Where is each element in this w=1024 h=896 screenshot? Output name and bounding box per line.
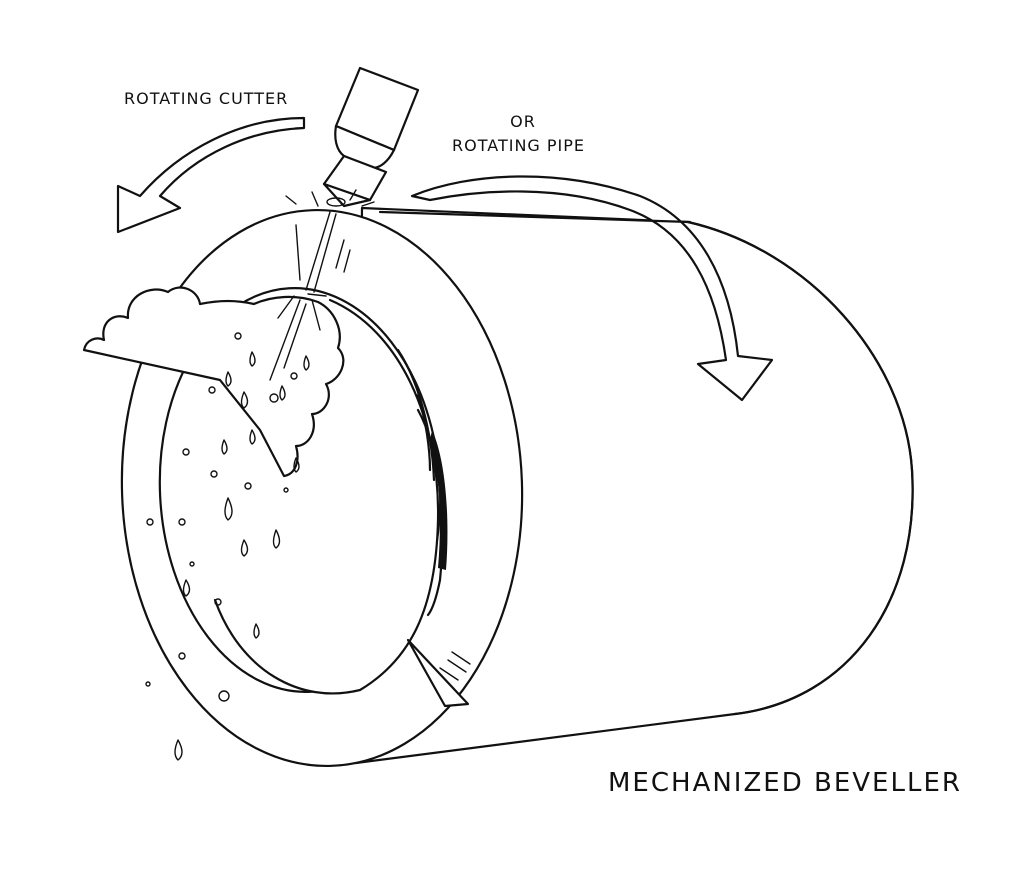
- droplets: [145, 332, 310, 761]
- rotating-pipe-label: ROTATING PIPE: [452, 136, 586, 155]
- cutter-nozzle: [285, 66, 420, 208]
- bevel-notch: [406, 638, 471, 708]
- cutting-jet: [269, 211, 351, 381]
- diagram-title: MECHANIZED BEVELLER: [608, 768, 962, 798]
- pipe-bore: [213, 298, 440, 695]
- spray-cloud: [82, 286, 345, 478]
- rotating-cutter-arrow: [116, 116, 306, 234]
- or-label: OR: [510, 112, 536, 131]
- rotating-pipe-arrow: [410, 175, 774, 402]
- rotating-cutter-label: ROTATING CUTTER: [124, 89, 289, 108]
